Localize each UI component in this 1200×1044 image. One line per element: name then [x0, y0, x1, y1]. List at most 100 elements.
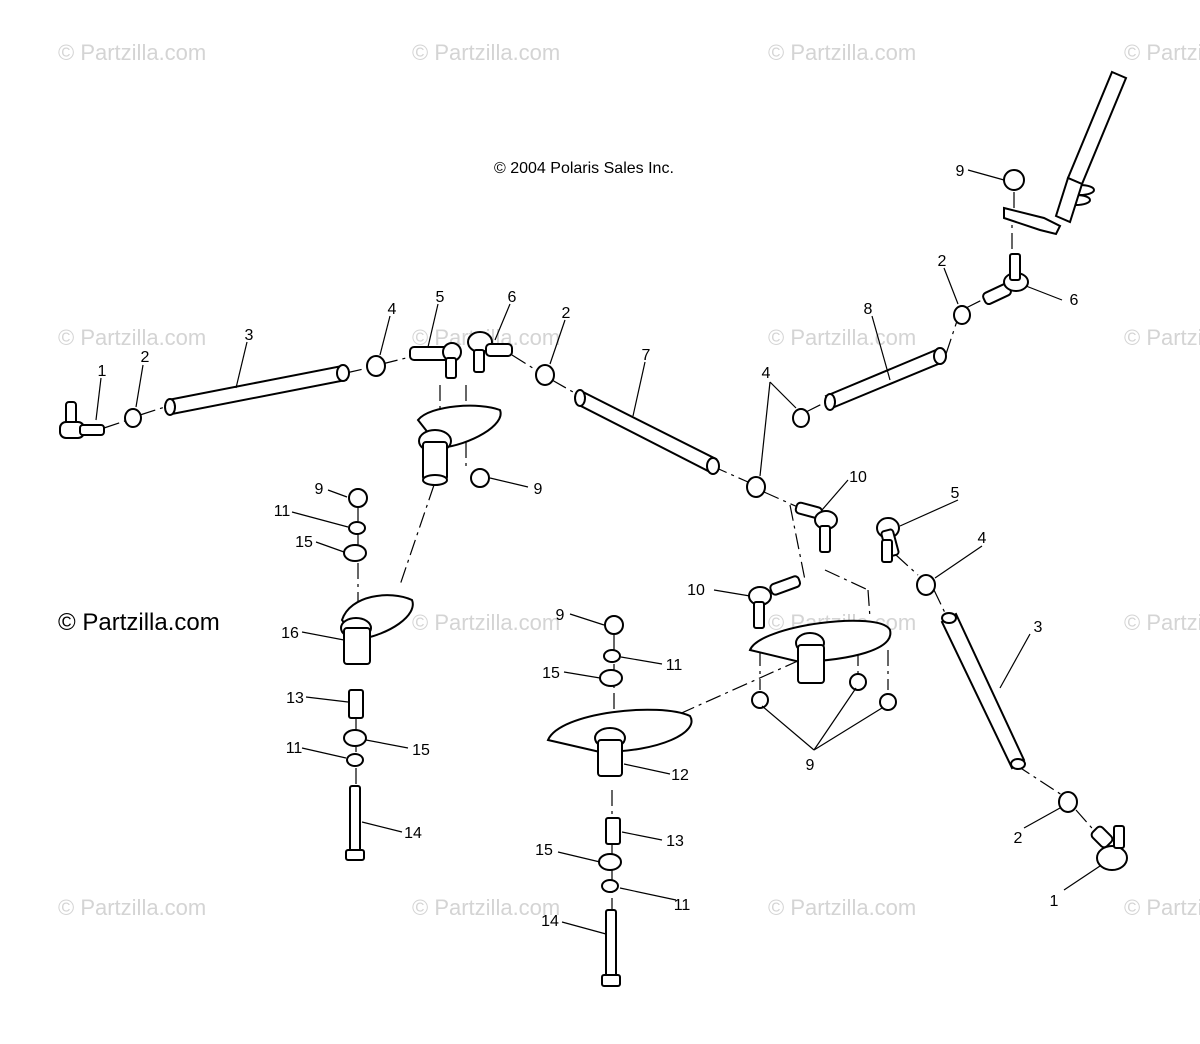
lock-nut [879, 693, 897, 711]
bushing [599, 669, 623, 687]
callout-label: 2 [1014, 830, 1023, 847]
callout-label: 11 [674, 897, 691, 914]
bolt [601, 909, 621, 987]
callout-label: 9 [956, 163, 965, 180]
rod-end-right [876, 517, 900, 563]
bushing [598, 853, 622, 871]
lock-nut [470, 468, 490, 488]
jam-nut [124, 408, 142, 428]
callout-label: 6 [508, 289, 517, 306]
jam-nut [366, 355, 386, 377]
callout-label: 2 [141, 349, 150, 366]
callout-label: 1 [1050, 893, 1059, 910]
jam-nut [916, 574, 936, 596]
callout-label: 2 [938, 253, 947, 270]
callout-label: 10 [687, 582, 705, 599]
rod-end-center [467, 331, 513, 373]
copyright-text: © 2004 Polaris Sales Inc. [494, 160, 674, 177]
jam-nut [1058, 791, 1078, 813]
callout-label: 4 [388, 301, 397, 318]
callout-label: 9 [315, 481, 324, 498]
washer [603, 649, 621, 663]
steering-column [1003, 70, 1128, 236]
callout-label: 15 [412, 742, 430, 759]
callout-label: 15 [542, 665, 560, 682]
tie-rod-drag-link [824, 347, 947, 411]
watermark-text: © Partzilla.com [412, 895, 560, 920]
watermark-text: © Partzilla.com [58, 895, 206, 920]
tie-rod-end-right [1090, 825, 1128, 871]
callout-label: 13 [666, 833, 684, 850]
tie-rod-right [940, 612, 1026, 770]
callout-label: 14 [541, 913, 559, 930]
callout-label: 16 [281, 625, 299, 642]
lock-nut [604, 615, 624, 635]
watermark-text: © Partzilla.com [58, 325, 206, 350]
callout-label: 12 [671, 767, 689, 784]
callout-label: 15 [535, 842, 553, 859]
watermark-text: © Partzilla.com [768, 325, 916, 350]
watermark-text: © Partzilla.com [768, 40, 916, 65]
lock-nut [751, 691, 769, 709]
leader-lines [95, 169, 1101, 935]
tie-rod-left [164, 364, 350, 416]
lock-nut [1003, 169, 1025, 191]
watermark-layer: © Partzilla.com © Partzilla.com © Partzi… [58, 40, 1200, 920]
washer [601, 879, 619, 893]
sleeve [605, 817, 621, 845]
callout-label: 9 [806, 757, 815, 774]
callout-label: 11 [286, 740, 303, 757]
brand-text: © Partzilla.com [58, 609, 220, 636]
callout-label: 14 [404, 825, 422, 842]
callout-label: 11 [666, 657, 683, 674]
callout-label: 5 [951, 485, 960, 502]
idler-arm-left [340, 594, 414, 665]
watermark-text: © Partzilla.com [1124, 40, 1200, 65]
ball-joint-lower [748, 575, 802, 629]
callout-label: 13 [286, 690, 304, 707]
watermark-text: © Partzilla.com [412, 40, 560, 65]
washer [348, 521, 366, 535]
callout-label: 6 [1070, 292, 1079, 309]
sleeve [348, 689, 364, 719]
tie-rod-end-left [59, 401, 105, 439]
callout-label: 4 [978, 530, 987, 547]
callout-label: 4 [762, 365, 771, 382]
watermark-text: © Partzilla.com [768, 895, 916, 920]
jam-nut [746, 476, 766, 498]
steering-arm-right [748, 619, 892, 684]
callout-labels: 1 2 3 4 5 6 2 7 4 8 2 6 9 9 9 11 15 16 1… [98, 163, 1079, 930]
rod-end-upper-right [982, 253, 1029, 306]
jam-nut [535, 364, 555, 386]
rod-end-left-center [409, 342, 462, 379]
bolt [345, 785, 365, 861]
bushing [343, 544, 367, 562]
idler-arm-center [546, 708, 693, 777]
watermark-text: © Partzilla.com [58, 40, 206, 65]
callout-label: 10 [849, 469, 867, 486]
parts [59, 70, 1128, 987]
watermark-text: © Partzilla.com [1124, 325, 1200, 350]
washer [346, 753, 364, 767]
jam-nut [792, 408, 810, 428]
tie-rod-center [574, 389, 720, 475]
callout-label: 5 [436, 289, 445, 306]
callout-label: 3 [1034, 619, 1043, 636]
watermark-text: © Partzilla.com [412, 610, 560, 635]
callout-label: 15 [295, 534, 313, 551]
callout-label: 11 [274, 503, 291, 520]
bushing [343, 729, 367, 747]
jam-nut [953, 305, 971, 325]
callout-label: 3 [245, 327, 254, 344]
pitman-arm-bracket [416, 404, 502, 486]
lock-nut [348, 488, 368, 508]
watermark-text: © Partzilla.com [1124, 895, 1200, 920]
watermark-text: © Partzilla.com [1124, 610, 1200, 635]
assembly-centerlines [103, 192, 1099, 910]
callout-label: 9 [534, 481, 543, 498]
callout-label: 7 [642, 347, 651, 364]
callout-label: 9 [556, 607, 565, 624]
callout-label: 2 [562, 305, 571, 322]
lock-nut [849, 673, 867, 691]
